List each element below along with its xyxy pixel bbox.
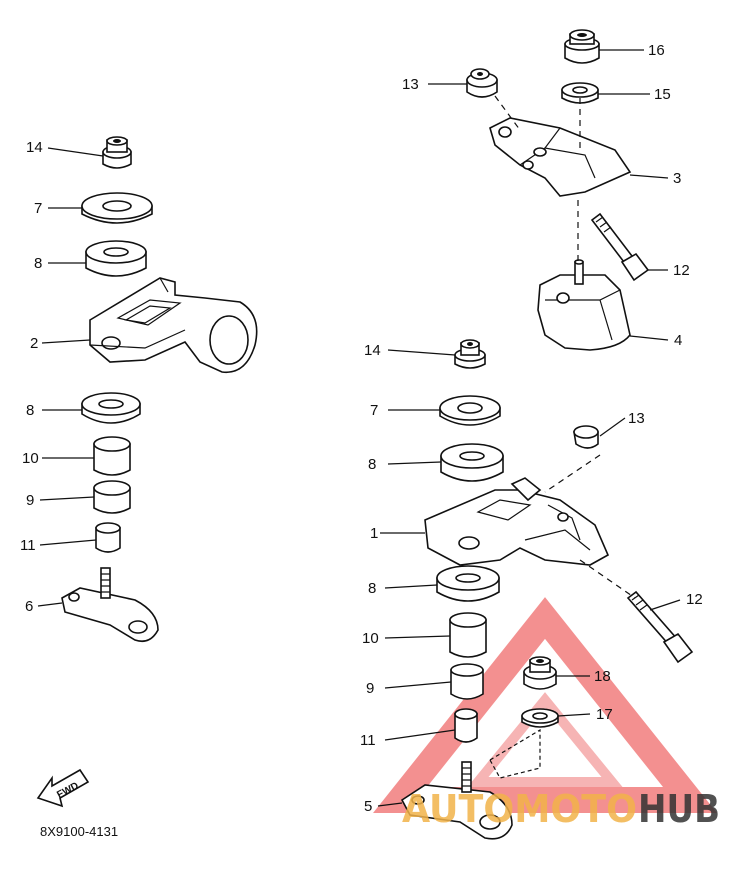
right-top-washer (561, 82, 599, 104)
left-washer (81, 192, 153, 224)
left-rubber-upper (85, 240, 147, 277)
right-spacer (454, 708, 478, 743)
left-rubber-lower (81, 392, 141, 424)
callout-numbers: 14 7 8 2 8 10 9 11 6 13 16 15 3 12 4 14 … (20, 42, 703, 815)
callout-left-2: 2 (30, 335, 38, 352)
callout-left-14: 14 (26, 139, 43, 156)
left-collar-2 (93, 480, 131, 514)
callout-right-16: 16 (648, 42, 665, 59)
right-rubber-upper (440, 443, 504, 482)
left-flange-nut (102, 136, 132, 169)
left-collar (93, 436, 131, 476)
callout-right-9: 9 (366, 680, 374, 697)
callout-right-7: 7 (370, 402, 378, 419)
callout-right-4: 4 (674, 332, 682, 349)
assembly-guide-lines (489, 95, 636, 779)
watermark-text-hub: HUB (638, 787, 720, 831)
callout-right-18: 18 (594, 668, 611, 685)
right-lower-nut (573, 425, 599, 449)
callout-left-6: 6 (25, 598, 33, 615)
callout-right-3: 3 (673, 170, 681, 187)
leader-lines (37, 49, 681, 807)
callout-right-14: 14 (364, 342, 381, 359)
callout-right-17: 17 (596, 706, 613, 723)
callout-right-5: 5 (364, 798, 372, 815)
left-spacer (95, 522, 121, 553)
right-washer (439, 395, 501, 426)
right-top-nut (564, 29, 600, 64)
right-rubber-lower (436, 565, 500, 602)
right-lower-bolt (626, 590, 694, 664)
right-flange-nut (454, 339, 486, 369)
callout-left-10: 10 (22, 450, 39, 467)
right-upper-nut (466, 68, 498, 98)
callout-right-10: 10 (362, 630, 379, 647)
right-rubber-mount (537, 259, 631, 351)
left-mount-bracket (89, 277, 258, 374)
diagram-code: 8X9100-4131 (40, 824, 118, 839)
fwd-arrow: FWD (36, 768, 90, 808)
right-collar-2 (450, 663, 484, 700)
callout-right-12a: 12 (673, 262, 690, 279)
callout-right-11: 11 (360, 732, 376, 749)
callout-right-8a: 8 (368, 456, 376, 473)
watermark-logo (373, 597, 717, 813)
callout-right-13a: 13 (402, 76, 419, 93)
callout-right-13b: 13 (628, 410, 645, 427)
left-base-plate (61, 567, 159, 643)
right-side-washer (521, 708, 559, 728)
callout-right-8b: 8 (368, 580, 376, 597)
right-side-nut (523, 656, 557, 690)
callout-right-15: 15 (654, 86, 671, 103)
right-collar (449, 612, 487, 658)
callout-left-7: 7 (34, 200, 42, 217)
watermark-text-automoto: AUTOMOTO (402, 787, 637, 831)
callout-left-8b: 8 (26, 402, 34, 419)
callout-left-9: 9 (26, 492, 34, 509)
right-upper-bolt (590, 212, 650, 282)
right-upper-bracket (489, 117, 632, 197)
callout-left-8a: 8 (34, 255, 42, 272)
right-main-bracket (424, 477, 610, 566)
callout-left-11: 11 (20, 537, 36, 554)
callout-right-12b: 12 (686, 591, 703, 608)
right-base-plate (400, 761, 513, 840)
callout-right-1: 1 (370, 525, 378, 542)
